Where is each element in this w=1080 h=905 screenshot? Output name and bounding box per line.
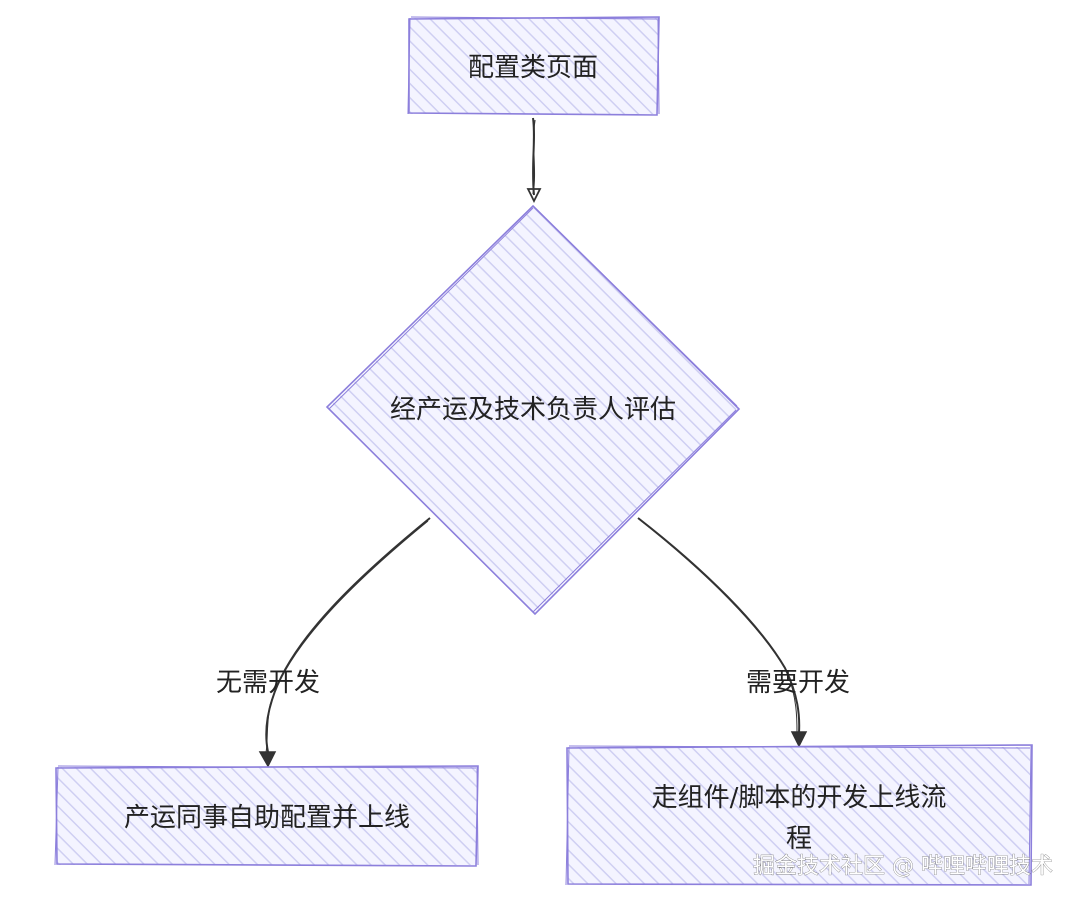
node-dev-process-label-line1: 走组件/脚本的开发上线流: [652, 783, 947, 813]
node-evaluation-label: 经产运及技术负责人评估: [390, 395, 676, 425]
edge-config-to-evaluation: [526, 117, 542, 204]
node-config-page-label: 配置类页面: [468, 53, 598, 83]
node-self-service-border: [55, 765, 479, 867]
node-self-service: 产运同事自助配置并上线: [54, 765, 479, 867]
edge-need-dev-arrowhead: [790, 731, 808, 748]
node-self-service-label: 产运同事自助配置并上线: [124, 803, 410, 833]
edge-config-to-evaluation-arrowhead: [526, 188, 542, 204]
edge-need-dev-label: 需要开发: [746, 668, 850, 698]
edge-no-dev-line: [265, 517, 431, 753]
node-dev-process-border: [566, 744, 1033, 886]
node-dev-process-box: [568, 747, 1030, 884]
node-self-service-box: [57, 767, 477, 865]
node-dev-process-label-line2: 程: [786, 824, 812, 854]
edge-need-dev-line: [637, 517, 801, 734]
edge-no-dev: 无需开发: [216, 517, 431, 768]
watermark: 掘金技术社区 @ 哔哩哔哩技术: [753, 854, 1053, 879]
node-config-page: 配置类页面: [407, 16, 660, 116]
edge-no-dev-arrowhead: [258, 751, 277, 768]
node-dev-process: 走组件/脚本的开发上线流 程: [565, 744, 1033, 886]
node-config-page-box: [410, 18, 658, 114]
edge-need-dev: 需要开发: [637, 517, 850, 748]
node-evaluation: 经产运及技术负责人评估: [325, 204, 741, 616]
edge-no-dev-label: 无需开发: [216, 668, 320, 698]
